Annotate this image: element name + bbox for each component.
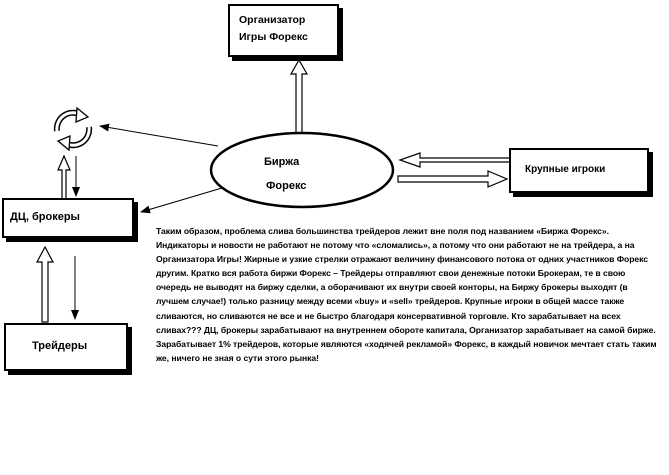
explanation-paragraph: Таким образом, проблема слива большинств…	[156, 226, 657, 363]
big-players-box: Крупные игроки	[509, 148, 649, 193]
exchange-label-line1: Биржа	[264, 156, 300, 168]
brokers-label: ДЦ, брокеры	[10, 211, 80, 223]
traders-label: Трейдеры	[32, 340, 88, 352]
organizer-box: Организатор Игры Форекс	[228, 4, 339, 57]
recycle-arrows-icon	[53, 106, 93, 152]
organizer-label-line2: Игры Форекс	[239, 31, 308, 43]
brokers-box: ДЦ, брокеры	[2, 198, 134, 238]
arrow-exchange-to-cycle	[99, 123, 219, 147]
arrow-exchange-to-brokers	[140, 187, 223, 214]
arrow-brokers-to-cycle	[57, 154, 71, 200]
exchange-label-line2: Форекс	[266, 180, 307, 192]
exchange-ellipse	[209, 131, 395, 209]
big-players-label: Крупные игроки	[525, 164, 606, 175]
arrow-big-players-to-exchange	[398, 152, 511, 168]
arrow-exchange-to-organizer	[289, 58, 309, 134]
organizer-label-line1: Организатор	[239, 14, 306, 26]
arrow-traders-to-brokers	[36, 245, 54, 323]
arrow-exchange-to-big-players	[397, 170, 509, 188]
traders-box: Трейдеры	[4, 323, 128, 371]
